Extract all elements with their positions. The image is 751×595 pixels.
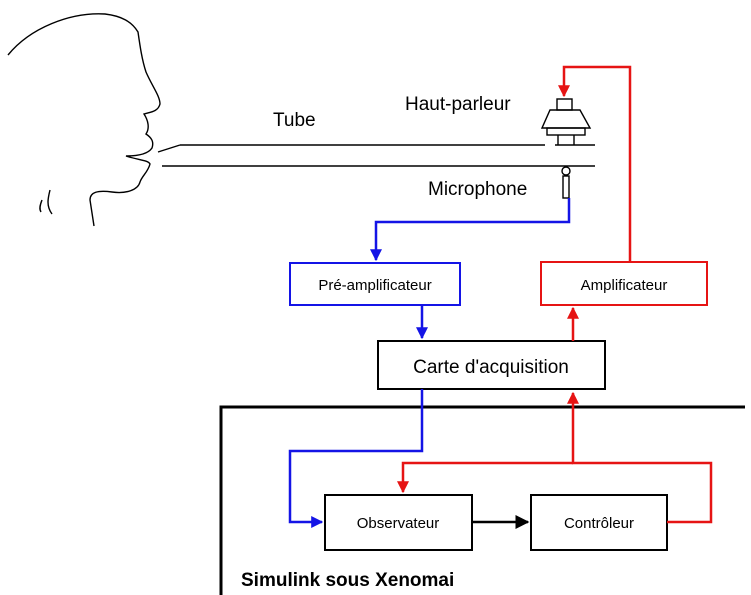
microphone-label: Microphone — [428, 179, 527, 200]
carte-acquisition-label: Carte d'acquisition — [413, 357, 569, 378]
amplificateur-block: Amplificateur — [540, 261, 708, 306]
pre-amplificateur-label: Pré-amplificateur — [318, 277, 431, 294]
controleur-label: Contrôleur — [564, 515, 634, 532]
mic-to-preamp-arrow — [370, 198, 571, 262]
controller-to-card-arrow — [567, 391, 713, 524]
observateur-label: Observateur — [357, 515, 440, 532]
tube — [157, 144, 595, 167]
carte-acquisition-block: Carte d'acquisition — [377, 340, 606, 390]
haut-parleur-label: Haut-parleur — [405, 94, 511, 115]
simulink-label: Simulink sous Xenomai — [241, 570, 454, 591]
controller-feedback-to-observer-arrow — [397, 461, 573, 494]
controleur-block: Contrôleur — [530, 494, 668, 551]
pre-amplificateur-block: Pré-amplificateur — [289, 262, 461, 306]
simulink-frame — [219, 405, 745, 595]
human-head-icon — [7, 13, 161, 227]
amplifier-to-speaker-arrow — [558, 65, 632, 262]
observateur-block: Observateur — [324, 494, 473, 551]
card-to-observer-arrow — [288, 389, 424, 528]
speaker-icon — [540, 98, 592, 145]
amplificateur-label: Amplificateur — [581, 277, 668, 294]
microphone-icon — [561, 166, 571, 199]
tube-label: Tube — [273, 110, 316, 131]
